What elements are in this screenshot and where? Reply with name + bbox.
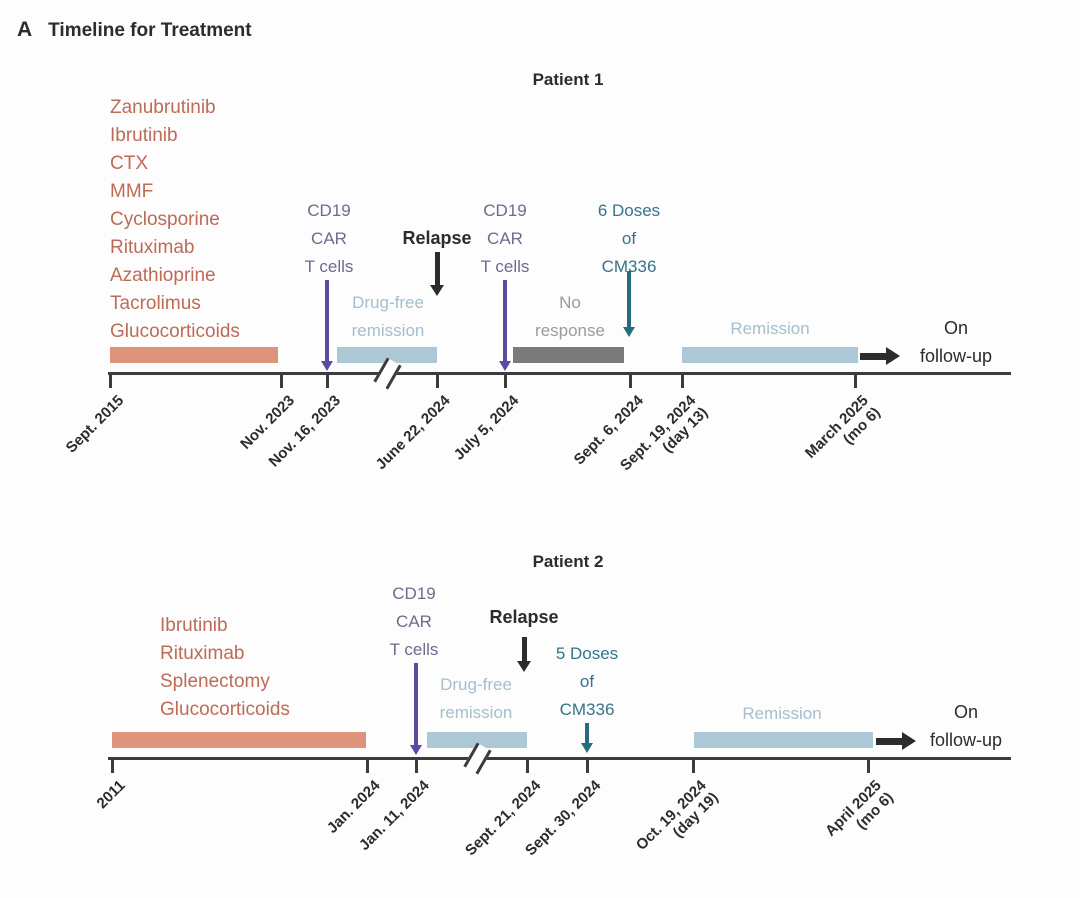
axis-tick	[366, 760, 369, 773]
treatment-bar	[110, 347, 278, 363]
car-t-arrow-icon	[320, 280, 334, 371]
axis-tick	[629, 375, 632, 388]
axis-tick	[854, 375, 857, 388]
drug-list-item: Glucocorticoids	[110, 321, 240, 342]
car-t-label-line: CAR	[487, 229, 523, 248]
car-t-label: CD19 CAR T cells	[269, 197, 389, 281]
remission-label: Remission	[742, 704, 822, 723]
patient-2-drug-list: Ibrutinib Rituximab Splenectomy Glucocor…	[160, 612, 290, 724]
treatment-bar	[112, 732, 366, 748]
follow-up-line: follow-up	[929, 730, 1003, 750]
drug-list-item: Azathioprine	[110, 265, 216, 286]
follow-up-line: On	[943, 318, 968, 338]
no-response-label: No response	[500, 289, 640, 345]
no-response-line: response	[535, 321, 605, 340]
car-t-label-line: CD19	[307, 201, 351, 220]
axis-tick	[436, 375, 439, 388]
no-response-bar	[513, 347, 624, 363]
axis-tick	[280, 375, 283, 388]
car-t-label-line: T cells	[304, 257, 354, 276]
cm336-arrow-icon	[580, 723, 594, 753]
axis-tick-label: June 22, 2024	[373, 392, 455, 474]
timeline-axis	[108, 372, 1011, 375]
remission-bar	[427, 732, 527, 748]
follow-up-line: follow-up	[919, 346, 993, 366]
car-t-label-line: CAR	[396, 612, 432, 631]
relapse-arrow-icon	[517, 637, 531, 672]
drug-list-item: CTX	[110, 153, 148, 174]
axis-tick	[326, 375, 329, 388]
cm336-label-line: of	[579, 672, 595, 691]
drug-list-item: Rituximab	[110, 237, 195, 258]
car-t-arrow-icon	[498, 280, 512, 371]
axis-tick-label: July 5, 2024	[450, 392, 523, 464]
follow-up-label: On follow-up	[886, 314, 1026, 370]
timeline-axis	[108, 757, 1011, 760]
car-t-arrow-icon	[409, 663, 423, 755]
follow-up-arrow-icon	[876, 732, 916, 750]
remission-bar	[682, 347, 858, 363]
car-t-label-line: T cells	[389, 640, 439, 659]
axis-tick	[111, 760, 114, 773]
patient-2-title: Patient 2	[532, 552, 604, 571]
remission-label: Remission	[730, 319, 810, 338]
cm336-label: 6 Doses of CM336	[559, 197, 699, 281]
car-t-label-line: CD19	[483, 201, 527, 220]
no-response-line: No	[559, 293, 581, 312]
axis-tick	[681, 375, 684, 388]
cm336-arrow-icon	[622, 271, 636, 337]
drug-list-item: Zanubrutinib	[110, 97, 216, 118]
drug-free-remission-line: remission	[351, 321, 425, 340]
axis-tick-label: 2011	[93, 777, 130, 813]
car-t-label: CD19 CAR T cells	[354, 580, 474, 664]
patient-1-title: Patient 1	[532, 70, 604, 89]
drug-free-remission-line: Drug-free	[440, 675, 512, 694]
figure-header: A Timeline for Treatment	[17, 18, 252, 42]
remission-bar	[337, 347, 437, 363]
drug-list-item: Splenectomy	[160, 671, 270, 692]
axis-tick-label: April 2025(mo 6)	[822, 777, 898, 840]
cm336-label: 5 Doses of CM336	[517, 640, 657, 724]
axis-tick-label: March 2025(mo 6)	[802, 392, 885, 462]
car-t-label-line: CD19	[392, 584, 436, 603]
drug-list-item: Ibrutinib	[110, 125, 178, 146]
follow-up-arrow-icon	[860, 347, 900, 365]
axis-tick	[692, 760, 695, 773]
drug-list-item: Cyclosporine	[110, 209, 220, 230]
panel-label: A	[17, 18, 33, 41]
figure-title: Timeline for Treatment	[48, 20, 252, 41]
drug-free-remission-label: Drug-free remission	[318, 289, 458, 345]
axis-tick-label: Sept. 2015	[62, 392, 128, 457]
relapse-label: Relapse	[402, 228, 472, 248]
follow-up-label: On follow-up	[896, 698, 1036, 754]
car-t-label-line: T cells	[480, 257, 530, 276]
cm336-label-line: CM336	[559, 700, 615, 719]
axis-tick	[526, 760, 529, 773]
axis-tick	[867, 760, 870, 773]
drug-free-remission-label: Drug-free remission	[406, 671, 546, 727]
relapse-arrow-icon	[430, 252, 444, 296]
drug-free-remission-line: Drug-free	[352, 293, 424, 312]
drug-list-item: Tacrolimus	[110, 293, 201, 314]
follow-up-line: On	[953, 702, 978, 722]
cm336-label-line: 5 Doses	[555, 644, 619, 663]
cm336-label-line: of	[621, 229, 637, 248]
cm336-label-line: 6 Doses	[597, 201, 661, 220]
axis-tick	[586, 760, 589, 773]
relapse-label: Relapse	[489, 607, 559, 627]
drug-list-item: Ibrutinib	[160, 615, 228, 636]
patient-1-drug-list: Zanubrutinib Ibrutinib CTX MMF Cyclospor…	[110, 94, 240, 346]
drug-list-item: MMF	[110, 181, 154, 202]
drug-free-remission-line: remission	[439, 703, 513, 722]
drug-list-item: Glucocorticoids	[160, 699, 290, 720]
axis-tick	[415, 760, 418, 773]
remission-bar	[694, 732, 873, 748]
car-t-label: CD19 CAR T cells	[445, 197, 565, 281]
car-t-label-line: CAR	[311, 229, 347, 248]
axis-tick	[109, 375, 112, 388]
drug-list-item: Rituximab	[160, 643, 245, 664]
cm336-label-line: CM336	[601, 257, 657, 276]
axis-tick-label: Oct. 19, 2024(day 19)	[633, 777, 723, 854]
axis-tick	[504, 375, 507, 388]
